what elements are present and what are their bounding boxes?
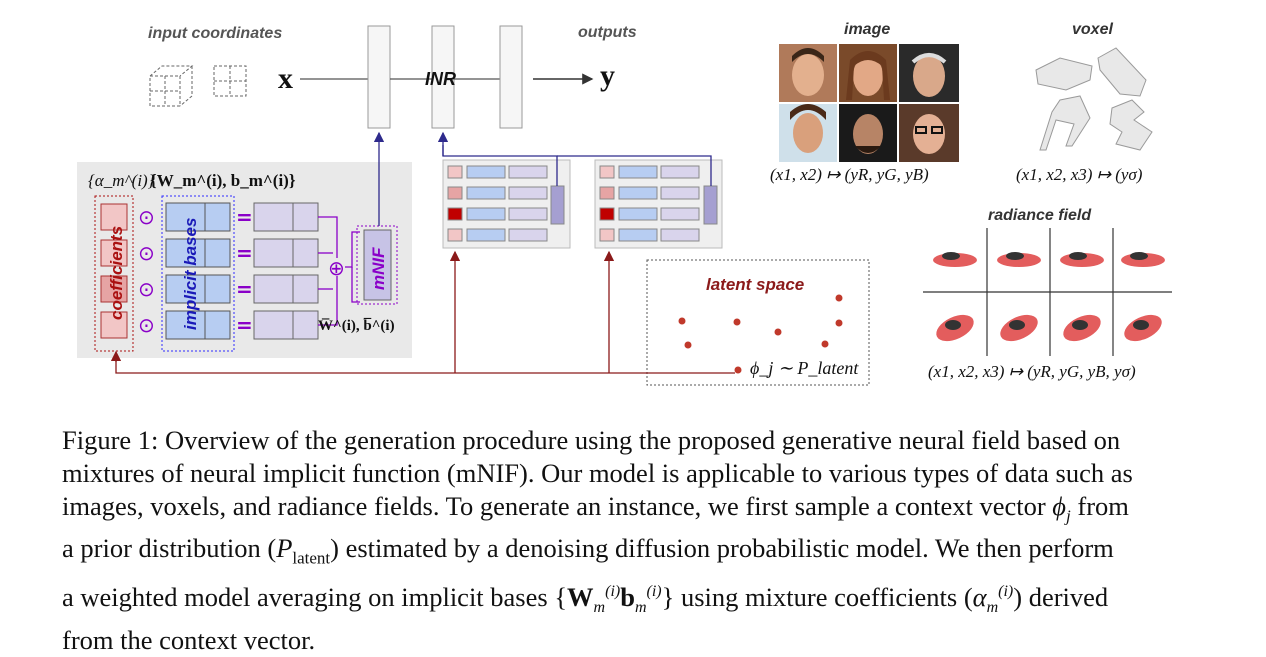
basis-cells: [165, 202, 231, 340]
wbar-label: W̅^(i), b̅^(i): [318, 317, 395, 334]
image-mapping: (x1, x2) ↦ (yR, yG, yB): [770, 165, 929, 184]
radiance-title: radiance field: [988, 207, 1092, 224]
equals-symbol: =: [236, 205, 253, 229]
car-renders: [933, 252, 1165, 342]
odot-symbol: ⊙: [138, 313, 155, 337]
wb-label: {W_m^(i), b_m^(i)}: [150, 171, 296, 190]
caption-line: a prior distribution (Platent) estimated…: [62, 533, 1114, 568]
car-render: [1124, 314, 1162, 342]
odot-symbols: ⊙ ⊙ ⊙ ⊙: [138, 205, 155, 337]
odot-symbol: ⊙: [138, 277, 155, 301]
car-render: [933, 252, 977, 267]
caption-line: images, voxels, and radiance fields. To …: [62, 491, 1129, 526]
inr-label: INR: [425, 69, 456, 89]
caption-line: mixtures of neural implicit function (mN…: [62, 458, 1133, 488]
phi-symbol: ϕ: [1052, 491, 1067, 521]
y-symbol: y: [600, 59, 615, 92]
weighted-blocks: [253, 202, 319, 340]
square-grid-icon: [213, 65, 247, 97]
face-image: [779, 104, 837, 162]
x-symbol: x: [278, 62, 293, 95]
odot-symbol: ⊙: [138, 241, 155, 265]
equals-symbols: = = = =: [236, 205, 253, 337]
figure-1: input coordinates x INR outputs y {α_m^(…: [77, 21, 1172, 386]
latent-space-box: [646, 259, 870, 386]
caption-line: a weighted model averaging on implicit b…: [62, 581, 1109, 616]
face-image: [839, 44, 897, 102]
car-render: [936, 314, 974, 342]
caption-line: Figure 1: Overview of the generation pro…: [62, 425, 1121, 455]
phi-label: ϕ_j ∼ P_latent: [750, 358, 859, 378]
p-latent: P: [276, 533, 293, 564]
car-render: [1121, 252, 1165, 267]
car-render: [1000, 314, 1038, 342]
mnif-outer-box: [356, 225, 398, 305]
radiance-mapping: (x1, x2, x3) ↦ (yR, yG, yB, yσ): [928, 362, 1136, 381]
mnif-instance-1: [442, 159, 571, 249]
voxel-shapes: [1035, 47, 1153, 151]
voxel-mapping: (x1, x2, x3) ↦ (yσ): [1016, 165, 1143, 184]
car-render: [1060, 252, 1104, 267]
equals-symbol: =: [236, 313, 253, 337]
implicit-bases-label: implicit bases: [181, 218, 200, 330]
image-title: image: [844, 21, 890, 38]
coefficient-cells: [100, 203, 128, 339]
voxel-title: voxel: [1072, 21, 1113, 38]
mnif-block: [363, 229, 392, 301]
radiance-grid-lines: [923, 228, 1172, 356]
inr-layer-3: [499, 25, 523, 129]
odot-symbol: ⊙: [138, 205, 155, 229]
figure-caption: Figure 1: Overview of the generation pro…: [62, 424, 1222, 657]
mnif-label: mNIF: [369, 247, 388, 290]
car-render: [1063, 314, 1101, 342]
face-image: [899, 44, 959, 102]
outputs-label: outputs: [578, 24, 637, 41]
face-image: [839, 104, 897, 162]
inr-layer-1: [367, 25, 391, 129]
input-coordinates-label: input coordinates: [148, 25, 282, 42]
cube-icon: [149, 65, 194, 107]
alpha-label: {α_m^(i)}: [88, 171, 155, 190]
car-render: [997, 252, 1041, 267]
latent-arrows: [110, 250, 735, 374]
face-image: [899, 104, 959, 162]
latent-space-label: latent space: [706, 275, 804, 294]
equals-symbol: =: [236, 241, 253, 265]
mnif-instance-2: [594, 159, 723, 249]
coefficients-label: coefficients: [107, 226, 126, 320]
inr-layer-2: [431, 25, 455, 129]
instance-connectors: [437, 131, 712, 186]
oplus-symbol: ⊕: [328, 256, 345, 280]
sum-lines: [318, 216, 360, 326]
face-image: [779, 44, 837, 102]
caption-line: from the context vector.: [62, 624, 316, 655]
latent-points: [678, 294, 843, 374]
face-image-grid: [779, 44, 959, 162]
equals-symbol: =: [236, 277, 253, 301]
implicit-bases-box: [161, 195, 235, 352]
